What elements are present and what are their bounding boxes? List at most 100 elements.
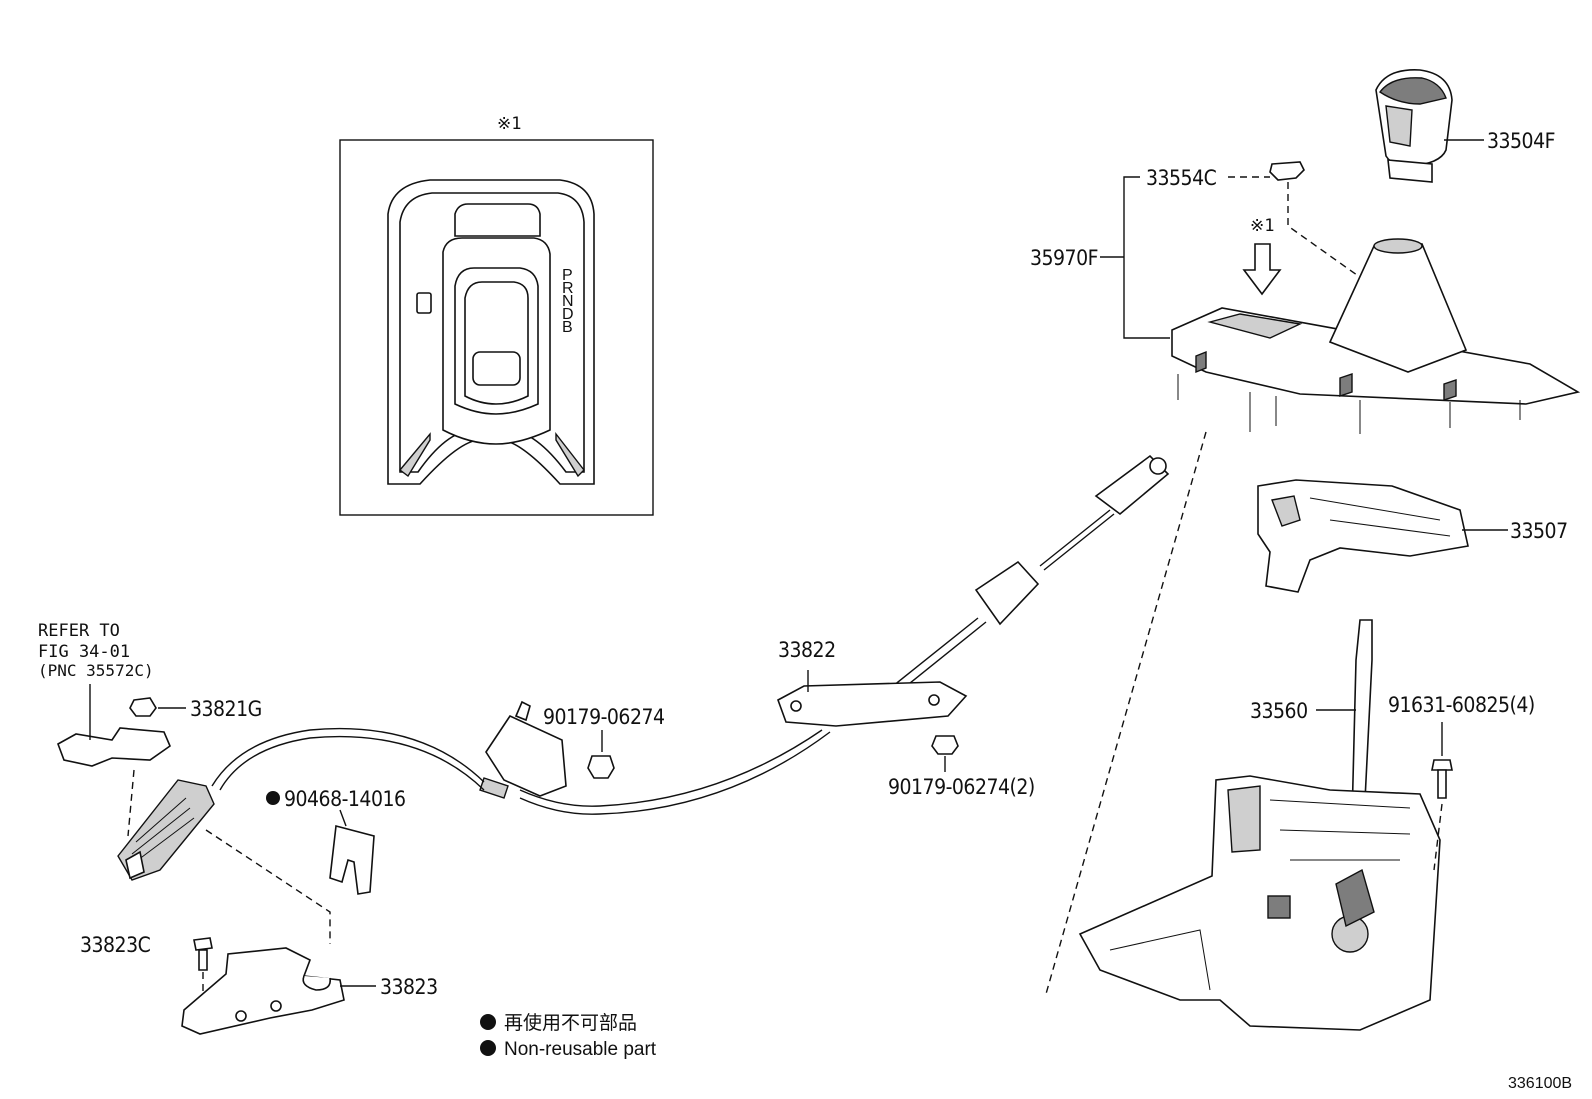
assembly-side-panel bbox=[1227, 785, 1261, 853]
cable-grommet bbox=[974, 560, 1040, 626]
down-arrow-icon bbox=[1242, 243, 1282, 296]
marker-arrow-text: ※1 bbox=[1250, 216, 1274, 236]
bolt-33823C-shank bbox=[198, 949, 208, 971]
shift-lever-rod bbox=[1351, 619, 1373, 821]
bracket-33822 bbox=[777, 681, 968, 727]
shift-knob-face bbox=[1385, 105, 1413, 147]
refer-line-1: REFER TO bbox=[38, 621, 120, 641]
bezel-switch bbox=[416, 292, 432, 314]
shift-letter-n: N bbox=[562, 293, 574, 310]
part-33507-window bbox=[1271, 495, 1301, 527]
console-35970F bbox=[1100, 176, 1581, 434]
nut-33821G bbox=[129, 697, 186, 717]
console-clips bbox=[1195, 350, 1457, 401]
label-33822: 33822 bbox=[778, 638, 836, 662]
inset-frame bbox=[339, 139, 654, 516]
label-35970F: 35970F bbox=[1030, 246, 1098, 270]
refer-line-2: FIG 34-01 bbox=[38, 642, 130, 662]
console-boot-top bbox=[1373, 238, 1423, 254]
shift-letter-p: P bbox=[562, 267, 573, 284]
nut-33821G-body bbox=[129, 697, 157, 717]
nut-90179-b-body bbox=[931, 735, 959, 755]
shift-letter-d: D bbox=[562, 306, 574, 323]
bracket-referenced-body bbox=[57, 727, 171, 767]
legend: 再使用不可部品 Non-reusable part bbox=[480, 1012, 657, 1060]
clip-33554C bbox=[1228, 161, 1379, 360]
legend-marker-en bbox=[480, 1040, 496, 1056]
bezel-trim-left bbox=[398, 432, 431, 478]
label-90179-a: 90179-06274 bbox=[543, 705, 665, 729]
bracket-33823-slot bbox=[302, 975, 332, 991]
cable-section-3b bbox=[219, 735, 485, 791]
cable-eye bbox=[1149, 457, 1167, 475]
bolt-91631-shank bbox=[1437, 769, 1447, 799]
bezel-trim-right bbox=[555, 431, 585, 478]
marker-arrow bbox=[1242, 243, 1282, 296]
label-33821G: 33821G bbox=[190, 697, 262, 721]
leader-90468 bbox=[339, 809, 347, 827]
inset-detail: ※1 P R N D B bbox=[339, 114, 654, 516]
nut-90179-a bbox=[587, 730, 615, 779]
bolt-33823C-head bbox=[193, 937, 213, 951]
cable-rod bbox=[1039, 509, 1111, 567]
shift-letter-b: B bbox=[562, 319, 573, 336]
clip-body bbox=[1269, 161, 1305, 181]
console-boot bbox=[1328, 243, 1468, 373]
shift-assembly-body bbox=[1078, 775, 1441, 1031]
bolt-91631-head bbox=[1431, 759, 1453, 771]
shift-knob-top bbox=[1378, 77, 1447, 105]
shift-gate-button bbox=[472, 351, 521, 386]
shift-knob-base bbox=[1387, 159, 1433, 183]
bracket-referenced bbox=[57, 684, 171, 837]
shift-letter-r: R bbox=[562, 280, 574, 297]
boot-dash-line bbox=[205, 829, 331, 944]
bracket-dash bbox=[127, 769, 135, 837]
cable-section-2b bbox=[519, 731, 831, 815]
clip-90468 bbox=[266, 791, 375, 895]
part-33507 bbox=[1257, 479, 1508, 593]
legend-marker-jp bbox=[480, 1014, 496, 1030]
cable-section-3 bbox=[211, 727, 485, 787]
nut-90179-a-body bbox=[587, 755, 615, 779]
assembly-ribs bbox=[1109, 799, 1411, 991]
shift-assembly-33560 bbox=[1078, 619, 1441, 1031]
bracket-33822-hole-1 bbox=[790, 700, 802, 712]
label-33504F: 33504F bbox=[1487, 129, 1555, 153]
shift-knob-33504F bbox=[1375, 69, 1484, 183]
assembly-connector bbox=[1267, 895, 1291, 919]
bracket-35970F bbox=[1123, 176, 1170, 339]
label-33823C: 33823C bbox=[80, 933, 151, 957]
figure-code: 336100B bbox=[1508, 1075, 1572, 1092]
bolt-91631 bbox=[1431, 722, 1453, 871]
label-91631: 91631-60825(4) bbox=[1388, 693, 1535, 717]
cable-rod-2 bbox=[1043, 513, 1115, 571]
cable-end-fitting bbox=[1094, 454, 1170, 516]
bracket-33823 bbox=[181, 947, 376, 1035]
label-33823: 33823 bbox=[380, 975, 438, 999]
bracket-33823-hole-2 bbox=[270, 1000, 282, 1012]
clip-90468-body bbox=[329, 824, 375, 895]
bezel-top-opening bbox=[454, 203, 541, 237]
label-90468: 90468-14016 bbox=[284, 787, 406, 811]
non-reusable-marker bbox=[266, 791, 280, 805]
shift-cable bbox=[117, 454, 1170, 881]
part-33507-body bbox=[1257, 479, 1469, 593]
inset-marker: ※1 bbox=[497, 114, 521, 134]
label-33507: 33507 bbox=[1510, 519, 1568, 543]
legend-jp: 再使用不可部品 bbox=[504, 1012, 637, 1034]
assembly-dash-line bbox=[1045, 431, 1207, 995]
part-33507-ribs bbox=[1309, 497, 1451, 537]
label-33560: 33560 bbox=[1250, 699, 1308, 723]
refer-line-3: (PNC 35572C) bbox=[38, 661, 154, 680]
console-slot bbox=[1207, 313, 1303, 339]
cable-end-pin bbox=[125, 850, 145, 880]
bracket-33822-hole-2 bbox=[928, 694, 940, 706]
assembly-cam bbox=[1335, 868, 1375, 928]
cable-boot bbox=[117, 779, 215, 881]
console-legs bbox=[1177, 374, 1521, 434]
nut-90179-b bbox=[931, 735, 959, 772]
cable-clamp bbox=[479, 777, 509, 799]
cable-bracket-tab bbox=[514, 700, 531, 722]
legend-en: Non-reusable part bbox=[504, 1039, 657, 1060]
